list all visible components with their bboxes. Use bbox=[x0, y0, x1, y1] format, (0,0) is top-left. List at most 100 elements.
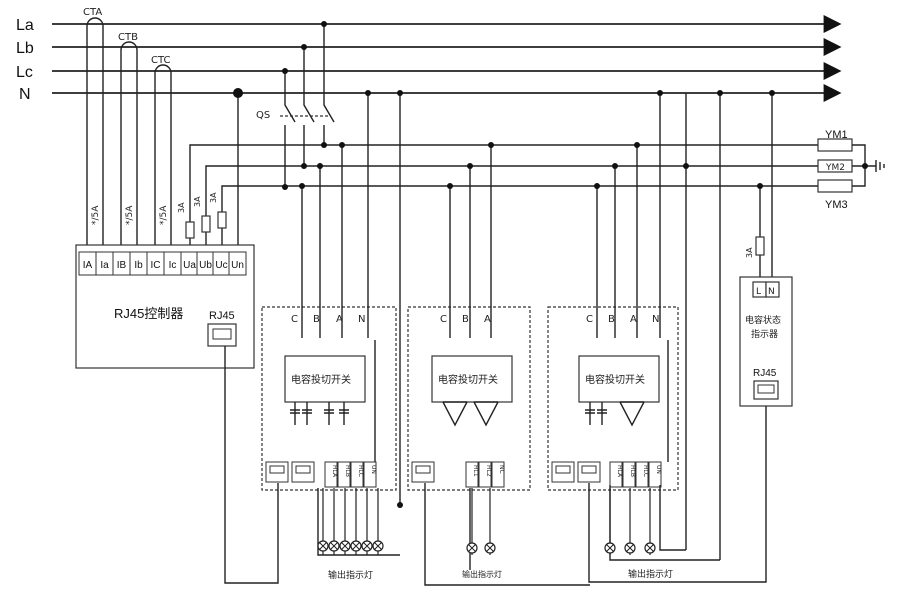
output-terminal-label: HLA bbox=[331, 465, 338, 478]
output-terminal-label: NC bbox=[498, 465, 505, 474]
fuse-uc-rating: 3A bbox=[209, 192, 218, 203]
junction bbox=[683, 163, 689, 169]
label-n: N bbox=[19, 86, 31, 103]
voltage-taps: 3A 3A 3A bbox=[177, 88, 840, 252]
module-phases3-2: A bbox=[484, 314, 491, 325]
lamp-label: 输出指示灯 bbox=[328, 569, 373, 581]
fuse-ub bbox=[201, 215, 211, 233]
ym-terminals: YM1 YM3 YM2 bbox=[817, 129, 885, 211]
rj45-port bbox=[551, 461, 575, 483]
junction bbox=[657, 90, 663, 96]
label-ctc: CTC bbox=[151, 55, 171, 66]
lamp-cross bbox=[486, 544, 494, 552]
path bbox=[759, 93, 773, 277]
output-terminal-label: HLC bbox=[642, 465, 649, 477]
output-terminal-label: HLB bbox=[344, 465, 351, 477]
output-terminal bbox=[478, 461, 492, 488]
output-terminal-label: HLC bbox=[357, 465, 364, 477]
fuse-rating: 3A bbox=[745, 247, 754, 258]
rect bbox=[757, 384, 775, 394]
rj45-port-inner bbox=[555, 465, 571, 474]
lamp-cross bbox=[363, 542, 371, 550]
label-lc: Lc bbox=[16, 64, 33, 81]
module-3-frame bbox=[547, 306, 679, 491]
controller-port-label: RJ45 bbox=[209, 310, 235, 322]
junction bbox=[282, 184, 288, 190]
junction bbox=[365, 90, 371, 96]
junction bbox=[488, 142, 494, 148]
status-l: L bbox=[756, 287, 761, 297]
path bbox=[301, 93, 401, 505]
ct-c-coil bbox=[154, 64, 172, 252]
ym-1: YM2 bbox=[825, 163, 845, 173]
controller-title: RJ45控制器 bbox=[114, 306, 183, 321]
junction bbox=[717, 90, 723, 96]
ct-a-rating: */5A bbox=[91, 205, 101, 225]
rj45-port-inner bbox=[581, 465, 597, 474]
controller-terminal-label: IC bbox=[151, 260, 161, 271]
module-phases4-2: A bbox=[630, 314, 637, 325]
module-title: 电容投切开关 bbox=[438, 373, 498, 386]
junction bbox=[467, 163, 473, 169]
output-terminal bbox=[491, 461, 505, 488]
path bbox=[449, 145, 492, 338]
junction bbox=[317, 163, 323, 169]
junction bbox=[301, 163, 307, 169]
current-transformers: CTA CTB CTC */5A */5A */5A bbox=[83, 7, 172, 252]
rect bbox=[765, 281, 780, 298]
lamp-cross bbox=[352, 542, 360, 550]
lamp-cross bbox=[374, 542, 382, 550]
path bbox=[290, 402, 349, 425]
junction bbox=[301, 44, 307, 50]
output-terminal bbox=[350, 461, 364, 488]
junction bbox=[282, 68, 288, 74]
tap-ub bbox=[205, 165, 840, 252]
output-terminal-label: UN bbox=[370, 465, 377, 474]
lamp-cross bbox=[330, 542, 338, 550]
output-terminal bbox=[324, 461, 338, 488]
module-phases4-3: N bbox=[358, 314, 365, 325]
module-phases3-0: C bbox=[440, 314, 447, 325]
rect bbox=[212, 328, 232, 340]
junction bbox=[862, 163, 868, 169]
lamp-label: 输出指示灯 bbox=[628, 568, 673, 580]
junction bbox=[397, 502, 403, 508]
controller-terminal-label: IB bbox=[117, 260, 127, 271]
rj45-port bbox=[577, 461, 601, 483]
path bbox=[596, 93, 721, 560]
module-2-switch bbox=[431, 355, 513, 403]
junction bbox=[634, 142, 640, 148]
rect bbox=[817, 138, 853, 152]
module-title: 电容投切开关 bbox=[291, 373, 351, 386]
rj45-port bbox=[265, 461, 289, 483]
lamp-cross bbox=[319, 542, 327, 550]
module-2-frame bbox=[407, 306, 531, 491]
module-phases4-1: B bbox=[313, 314, 320, 325]
tap-ua bbox=[189, 144, 840, 252]
qs-pole-a bbox=[323, 24, 335, 145]
controller-rj45-port bbox=[207, 323, 237, 347]
controller-terminal-label: IA bbox=[83, 260, 93, 271]
output-terminal bbox=[648, 461, 662, 488]
path bbox=[442, 401, 499, 427]
status-title1: 电容状态 bbox=[745, 314, 781, 326]
module-phases4-2: A bbox=[336, 314, 343, 325]
path bbox=[852, 144, 885, 187]
ym-2: YM3 bbox=[825, 199, 848, 211]
status-port: RJ45 bbox=[753, 368, 777, 379]
lamp-cross bbox=[606, 544, 614, 552]
status-fuse bbox=[755, 236, 765, 256]
lamp-cross bbox=[468, 544, 476, 552]
qs-pole-b bbox=[303, 47, 315, 166]
ym-0: YM1 bbox=[825, 129, 848, 141]
qs-switch: QS bbox=[256, 21, 335, 190]
label-la: La bbox=[16, 17, 34, 34]
m1-bottom: HLA HLB HLC UN bbox=[265, 461, 377, 488]
ct-b-rating: */5A bbox=[125, 205, 135, 225]
path bbox=[588, 406, 767, 583]
fuse-ua-rating: 3A bbox=[177, 202, 186, 213]
